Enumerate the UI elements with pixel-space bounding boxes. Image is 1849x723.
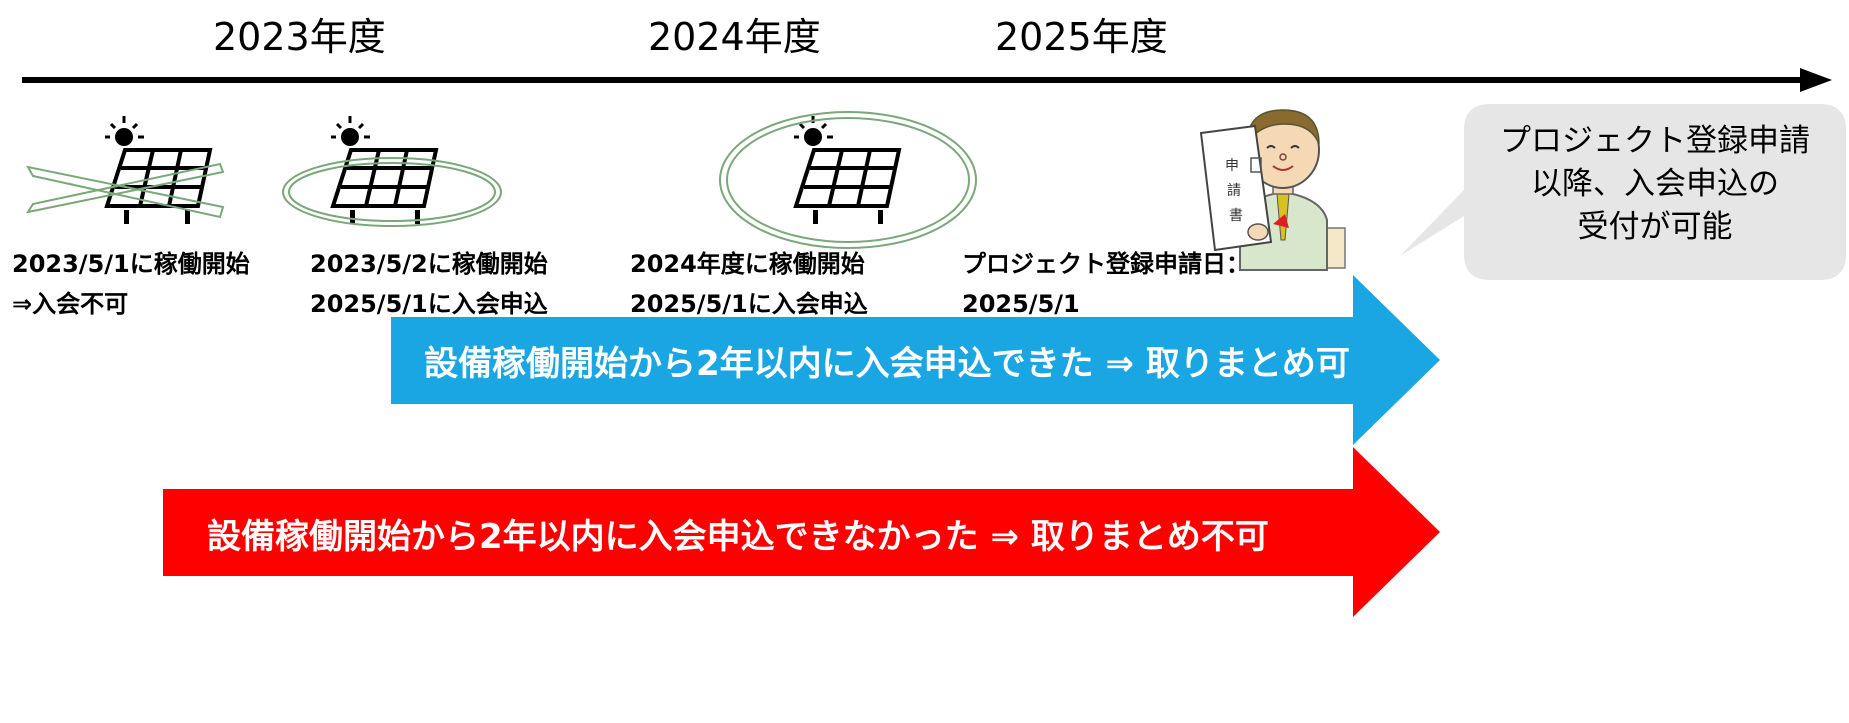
speech-bubble-text: プロジェクト登録申請 以降、入会申込の 受付が可能 [1464, 120, 1846, 249]
caption-line: 2025/5/1に入会申込 [630, 290, 868, 318]
year-label-2025: 2025年度 [995, 15, 1168, 59]
year-label-2023: 2023年度 [213, 15, 386, 59]
speech-bubble-line: 受付が可能 [1577, 209, 1733, 245]
solar-panel-icon-circled [719, 111, 977, 249]
caption-line: ⇒入会不可 [12, 290, 129, 318]
timeline-arrow [22, 68, 1832, 92]
solar-panel-icon-crossed [25, 116, 225, 224]
speech-bubble-line: プロジェクト登録申請 [1500, 123, 1810, 159]
svg-text:書: 書 [1229, 208, 1243, 224]
arrow-ok-label: 設備稼働開始から2年以内に入会申込できた ⇒ 取りまとめ可 [424, 344, 1350, 384]
caption-item-4: プロジェクト登録申請日： 2025/5/1 [962, 244, 1250, 324]
person-holding-application-icon: 申 請 書 [1199, 109, 1346, 271]
caption-line: 2025/5/1に入会申込 [310, 290, 548, 318]
sun-icon [105, 116, 144, 146]
caption-item-1: 2023/5/1に稼働開始 ⇒入会不可 [12, 244, 250, 324]
arrow-ng-label: 設備稼働開始から2年以内に入会申込できなかった ⇒ 取りまとめ不可 [207, 517, 1269, 557]
speech-bubble-line: 以降、入会申込の [1531, 166, 1779, 202]
sun-icon [331, 116, 370, 146]
caption-line: 2023/5/2に稼働開始 [310, 250, 548, 278]
caption-item-3: 2024年度に稼働開始 2025/5/1に入会申込 [630, 244, 868, 324]
solar-panel-icon-circled [282, 116, 502, 227]
svg-text:請: 請 [1227, 183, 1241, 199]
svg-text:申: 申 [1225, 158, 1239, 174]
circle-mark [719, 111, 977, 249]
cross-mark [25, 162, 225, 219]
caption-line: 2024年度に稼働開始 [630, 250, 865, 278]
solar-panel-icon [793, 148, 902, 224]
caption-line: プロジェクト登録申請日： [962, 250, 1250, 278]
caption-line: 2025/5/1 [962, 290, 1080, 318]
year-label-2024: 2024年度 [648, 15, 821, 59]
speech-bubble [1400, 104, 1846, 280]
caption-line: 2023/5/1に稼働開始 [12, 250, 250, 278]
circle-mark [282, 157, 502, 227]
caption-item-2: 2023/5/2に稼働開始 2025/5/1に入会申込 [310, 244, 548, 324]
